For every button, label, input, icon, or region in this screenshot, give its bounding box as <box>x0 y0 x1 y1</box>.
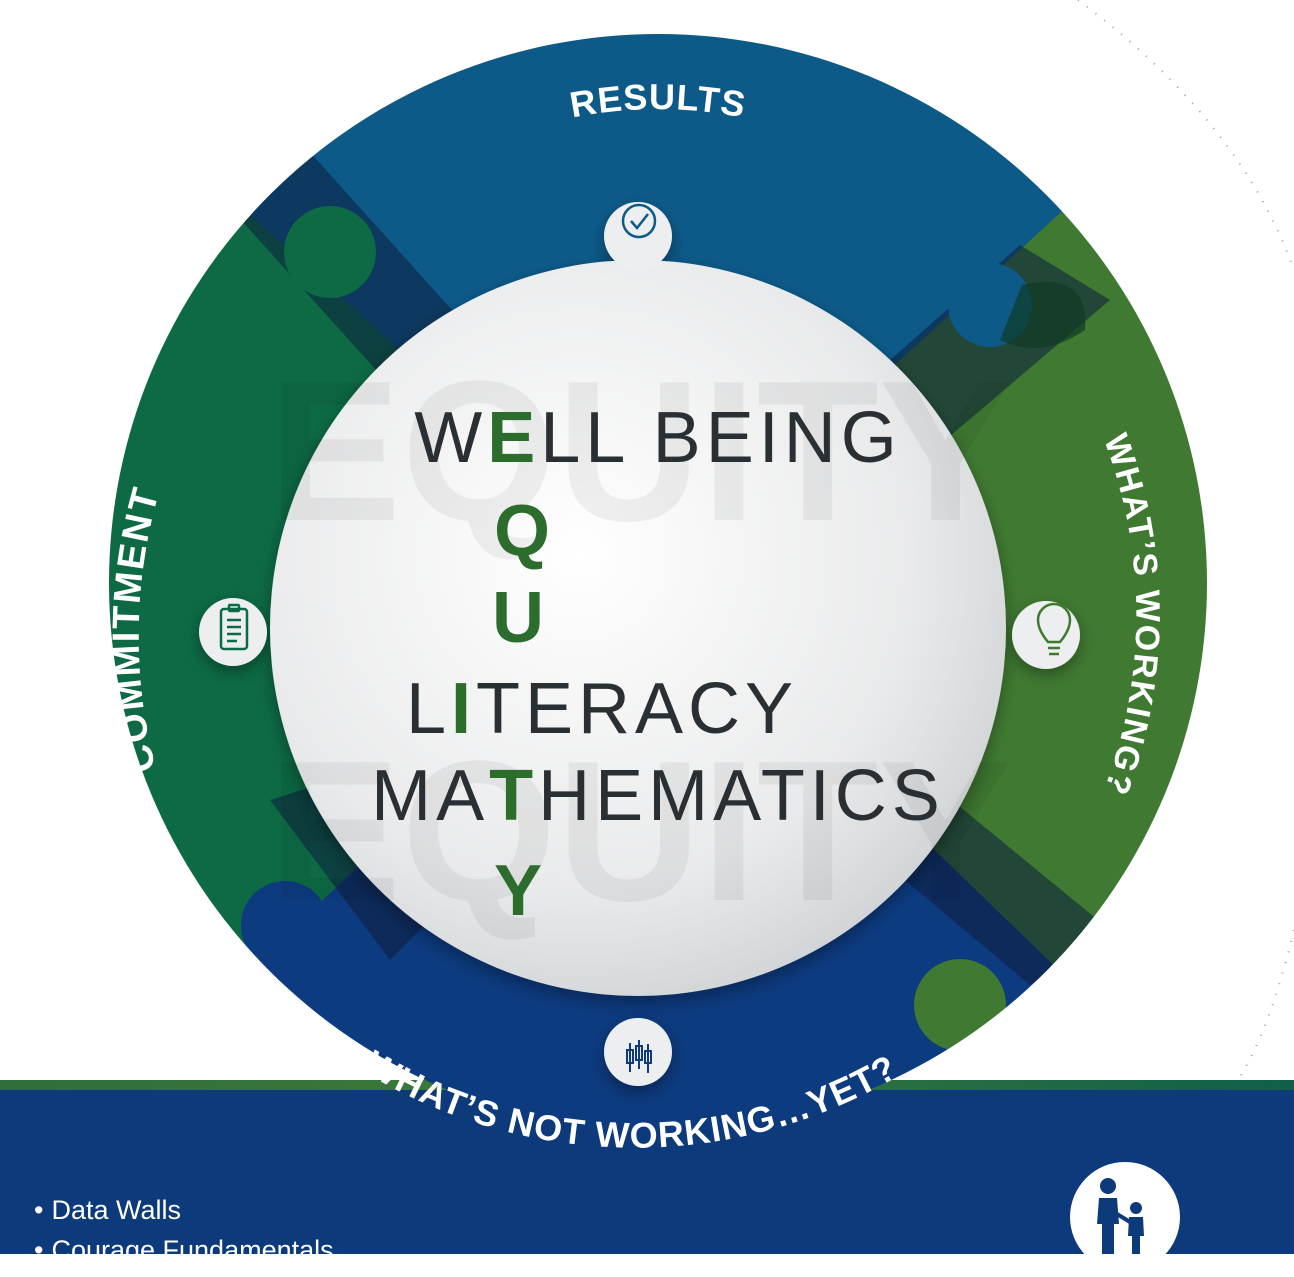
line-literacy: LITERACY <box>406 669 798 749</box>
acrostic: WELL BEING Q U LITERACY MATHEMATICS Y <box>371 398 945 931</box>
segment-whats-working <box>658 34 1207 1132</box>
letter-q: Q <box>494 491 550 571</box>
logo-badge <box>1070 1162 1180 1272</box>
line-well-being: WELL BEING <box>414 398 901 478</box>
puzzle-knob-bottom-left <box>241 881 329 969</box>
watermark-upper: EQUITY <box>268 340 1013 563</box>
letter-u: U <box>492 578 544 658</box>
clipboard-icon <box>219 603 249 651</box>
parent-child-icon <box>1097 1178 1144 1254</box>
puzzle-shadow-right <box>1000 282 1086 348</box>
dotted-arc-bottom <box>1237 929 1294 1081</box>
puzzle-knob-bottom-right <box>914 959 1006 1051</box>
line-mathematics: MATHEMATICS <box>371 756 945 836</box>
puzzle-knob-top-left <box>284 206 376 298</box>
lightbulb-icon <box>1036 602 1072 656</box>
bullet-list: Data Walls Courage Fundamentals <box>34 1190 334 1270</box>
bullet-item: Courage Fundamentals <box>34 1230 333 1270</box>
check-circle-icon <box>621 203 657 239</box>
bullet-item: Data Walls <box>34 1190 334 1230</box>
letter-y: Y <box>494 851 542 931</box>
watermark-lower: EQUITY <box>268 720 1013 943</box>
dotted-arc-top <box>1077 0 1294 271</box>
candlestick-chart-icon <box>626 1040 652 1073</box>
